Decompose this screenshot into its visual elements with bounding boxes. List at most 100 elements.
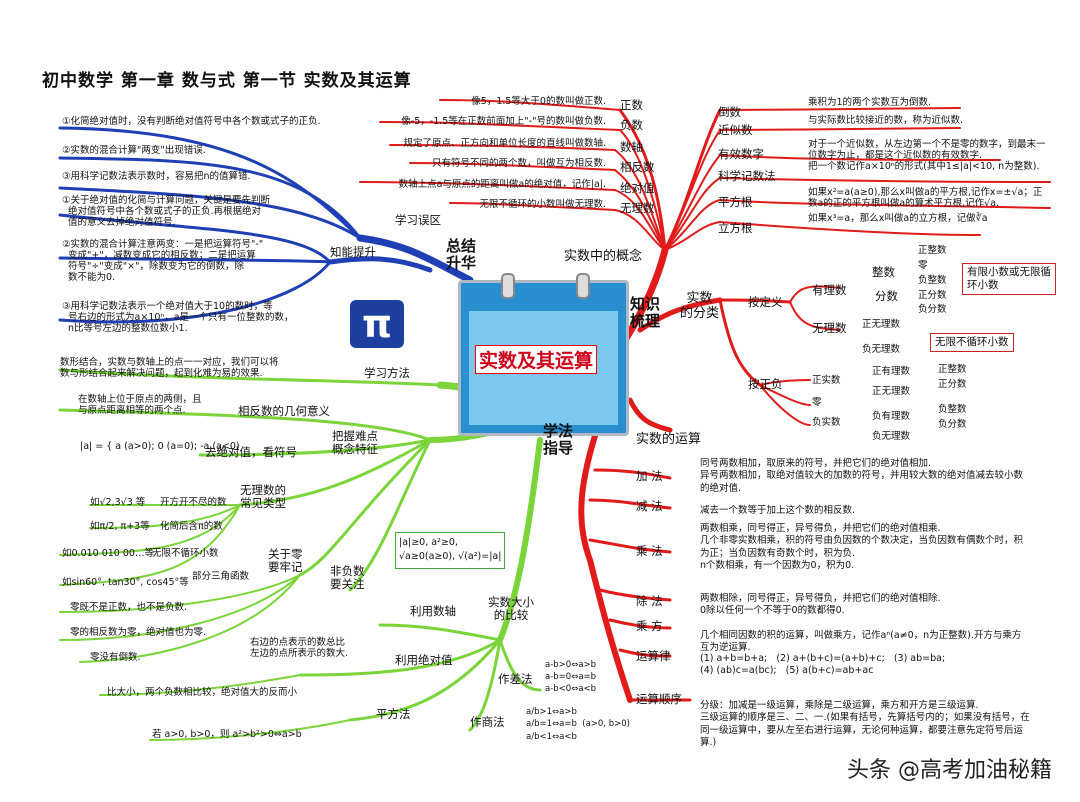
concept-right-desc: 如果x²=a(a≥0),那么x叫做a的平方根,记作x=±√a；正数a的正的平方根… — [808, 187, 1043, 209]
cls-integer: 整数 — [872, 265, 895, 279]
concept-right-desc: 乘积为1的两个实数互为倒数. — [808, 97, 932, 108]
concept-label: 无理数 — [620, 201, 655, 215]
pi-icon: π — [350, 300, 404, 348]
concept-right-label: 有效数字 — [718, 147, 764, 161]
branch-shishu: 实数中的概念 — [564, 249, 643, 264]
branch-zhishi: 知识 梳理 — [630, 295, 661, 331]
op-desc: 分级：加减是一级运算，乘除是二级运算，乘方和开方是三级运算. 三级运算的顺序是三… — [700, 700, 1030, 749]
compare-quot: 作商法 — [470, 715, 505, 729]
cls-frac-item: 正分数 — [918, 290, 947, 301]
concept-right-desc: 把一个数记作a×10ⁿ的形式(其中1≤|a|<10, n为整数). — [808, 161, 1040, 172]
op-label: 乘 方 — [636, 619, 663, 633]
irr-example: 如π/2, π+3等 — [90, 521, 150, 532]
op-desc: 同号两数相加，取原来的符号，并把它们的绝对值相加. 异号两数相加，取绝对值较大的… — [700, 458, 1024, 494]
improve-item: ③用科学记数法表示一个绝对值大于10的数时，等 号右边的形式为a×10ⁿ，a是一… — [62, 301, 294, 334]
page-title: 初中数学 第一章 数与式 第一节 实数及其运算 — [42, 71, 412, 91]
mistake-item: ③用科学记数法表示数时，容易把n的值算错. — [62, 171, 251, 182]
concept-desc: 像-5，-1.5等在正数前面加上"-"号的数叫做负数. — [401, 116, 606, 127]
cls-positive: 正实数 — [812, 375, 841, 386]
grasp-label: 把握难点 概念特征 — [332, 429, 378, 457]
concept-right-desc: 与实际数比较接近的数，称为近似数. — [808, 115, 964, 126]
irr-example: 如sin60°, tan30°, cos45°等 — [62, 577, 189, 588]
improve-item: ②实数的混合计算注意两变：一是把运算符号"-" 变成"+"，减数变成它的相反数；… — [62, 239, 264, 283]
irr-example-desc: 部分三角函数 — [192, 571, 250, 582]
cls-by-sign: 按正负 — [748, 377, 783, 391]
cls-negative: 负实数 — [812, 417, 841, 428]
zero-item: 零没有倒数. — [90, 652, 141, 663]
irr-example: 如0.010 010 00…等 — [62, 548, 154, 559]
cls-by-def: 按定义 — [748, 295, 783, 309]
opposite-desc: 在数轴上位于原点的两侧，且 与原点距离相等的两个点. — [78, 394, 202, 416]
opposite-label: 相反数的几何意义 — [238, 404, 330, 418]
compare-diff: 作差法 — [498, 672, 533, 686]
concept-desc: 数轴上点a与原点的距离叫做a的绝对值，记作|a|. — [398, 179, 606, 190]
op-label: 运算律 — [636, 649, 671, 663]
branch-yunsuan: 实数的运算 — [636, 432, 702, 447]
cls-pos-sub: 正分数 — [938, 379, 967, 390]
mistake-item: ②实数的混合计算"两变"出现错误. — [62, 145, 206, 156]
irr-example-desc: 开方开不尽的数 — [160, 497, 227, 508]
concept-right-label: 倒数 — [718, 105, 741, 119]
cls-irrational: 无理数 — [812, 321, 847, 335]
cls-pos-item: 正有理数 — [872, 366, 911, 377]
branch-xuefa: 学法 指导 — [543, 422, 574, 458]
cls-irr-item: 负无理数 — [862, 344, 901, 355]
improve-label: 知能提升 — [330, 245, 376, 259]
irr-example: 如√2,3√3 等 — [90, 497, 146, 508]
compare-abs-desc: 比大小，两个负数相比较，绝对值大的反而小 — [107, 687, 298, 698]
op-label: 加 法 — [636, 469, 663, 483]
compare-abs: 利用绝对值 — [395, 653, 453, 667]
ring-icon — [501, 273, 515, 299]
cls-zero: 零 — [812, 397, 822, 408]
op-desc: (1) a+b=b+a; (2) a+(b+c)=(a+b)+c; (3) ab… — [700, 653, 946, 677]
cls-note-irrational: 无限不循环小数 — [930, 333, 1014, 353]
cls-neg-sub: 负整数 — [938, 404, 967, 415]
ring-icon — [576, 273, 590, 299]
irr-types-label: 无理数的 常见类型 — [240, 483, 286, 511]
nonneg-label: 非负数 要关注 — [330, 564, 365, 592]
abs-formula: |a| = { a (a>0); 0 (a=0); -a (a<0) — [80, 441, 240, 452]
center-label: 实数及其运算 — [475, 345, 598, 374]
compare-quot-desc: a/b>1⇔a>b a/b=1⇔a=b (a>0, b>0) a/b<1⇔a<b — [526, 707, 630, 742]
mistakes-label: 学习误区 — [395, 213, 441, 227]
concept-desc: 像5，1.5等大于0的数叫做正数. — [471, 96, 606, 107]
concept-right-desc: 如果x³=a，那么x叫做a的立方根，记做∛a — [808, 213, 988, 224]
compare-axis: 利用数轴 — [410, 604, 456, 618]
concept-label: 数轴 — [620, 140, 643, 154]
mistake-item: ①化简绝对值时，没有判断绝对值符号中各个数或式子的正负. — [62, 116, 321, 127]
concept-desc: 规定了原点、正方向和单位长度的直线叫做数轴. — [403, 138, 606, 149]
cls-frac-item: 负分数 — [918, 304, 947, 315]
cls-pos-item: 正无理数 — [872, 386, 911, 397]
compare-diff-desc: a-b>0⇔a>b a-b=0⇔a=b a-b<0⇔a<b — [545, 660, 597, 694]
concept-label: 负数 — [620, 118, 643, 132]
cls-neg-sub: 负分数 — [938, 419, 967, 430]
op-desc: 两数相乘，同号得正，异号得负，并把它们的绝对值相乘. 几个非零实数相乘，积的符号… — [700, 523, 1024, 572]
cls-irr-item: 正无理数 — [862, 319, 901, 330]
irr-example-desc: 无限不循环小数 — [152, 548, 219, 559]
compare-square-desc: 若 a>0, b>0，则 a²>b²>0⇔a>b — [152, 729, 302, 740]
cls-rational: 有理数 — [812, 283, 847, 297]
nonneg-formula: |a|≥0, a²≥0, √a≥0(a≥0), √(a²)=|a| — [395, 532, 506, 569]
op-label: 乘 法 — [636, 544, 663, 558]
irr-example-desc: 化简后含π的数 — [160, 521, 223, 532]
branch-zongjie: 总结 升华 — [446, 237, 477, 273]
branch-fenlei: 实数 的分类 — [680, 291, 720, 321]
concept-right-label: 近似数 — [718, 123, 753, 137]
zero-item: 零的相反数为零，绝对值也为零. — [70, 627, 207, 638]
concept-label: 正数 — [620, 98, 643, 112]
compare-label: 实数大小 的比较 — [488, 595, 534, 623]
cls-fraction: 分数 — [875, 289, 898, 303]
op-desc: 几个相同因数的积的运算，叫做乘方，记作aⁿ(a≠0，n为正整数).开方与乘方互为… — [700, 630, 1022, 654]
center-calendar-card: 实数及其运算 — [458, 273, 629, 436]
op-label: 减 法 — [636, 499, 663, 513]
cls-pos-sub: 正整数 — [938, 364, 967, 375]
watermark: 头条 @高考加油秘籍 — [847, 758, 1052, 783]
op-label: 除 法 — [636, 594, 663, 608]
cls-neg-item: 负无理数 — [872, 431, 911, 442]
concept-right-label: 立方根 — [718, 221, 753, 235]
concept-right-label: 平方根 — [718, 195, 753, 209]
abs-label: 去绝对值，看符号 — [205, 445, 297, 459]
zero-item: 零既不是正数，也不是负数. — [70, 602, 188, 613]
method-desc: 数形结合，实数与数轴上的点一一对应，我们可以将 数与形结合起来解决问题，起到化难… — [60, 357, 279, 379]
